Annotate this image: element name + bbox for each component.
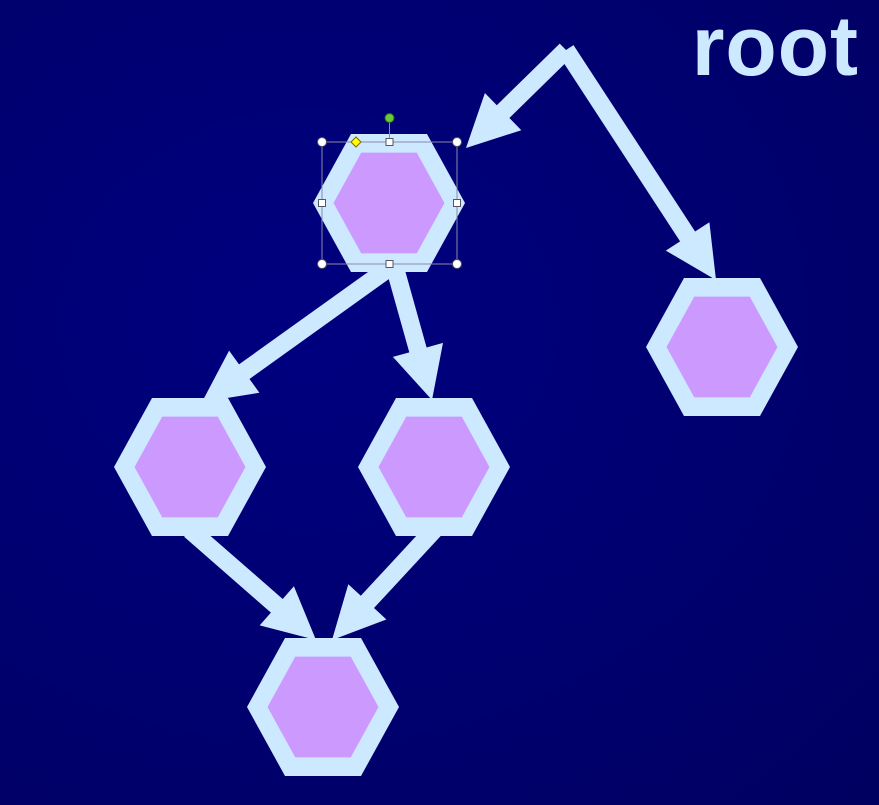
arrow-n1-n4[interactable] [386, 265, 443, 400]
hexagon-fill [333, 152, 445, 254]
corner-resize-handle[interactable] [452, 137, 462, 147]
adjust-handle[interactable] [350, 136, 362, 148]
hexagon-node-n3[interactable] [114, 398, 266, 536]
hexagon-fill [267, 656, 379, 758]
side-resize-handle[interactable] [385, 138, 394, 146]
hexagon-node-n2[interactable] [646, 278, 798, 416]
hexagon-node-n1[interactable] [313, 134, 465, 272]
arrow-n4-n5[interactable] [332, 523, 441, 640]
corner-resize-handle[interactable] [452, 259, 462, 269]
root-label: root [691, 0, 859, 93]
hexagon-fill [134, 416, 246, 518]
selection-handles[interactable] [317, 113, 462, 269]
hexagon-node-n5[interactable] [247, 638, 399, 776]
arrow-n1-n3[interactable] [202, 260, 395, 402]
hexagon-node-n4[interactable] [358, 398, 510, 536]
side-resize-handle[interactable] [453, 199, 461, 207]
arrow-root-n1[interactable] [466, 43, 573, 148]
arrow-root-n2[interactable] [558, 45, 717, 280]
hexagon-fill [666, 296, 778, 398]
arrow-n3-n5[interactable] [184, 523, 316, 640]
corner-resize-handle[interactable] [317, 137, 327, 147]
rotate-handle[interactable] [384, 113, 395, 123]
side-resize-handle[interactable] [318, 199, 326, 207]
corner-resize-handle[interactable] [317, 259, 327, 269]
side-resize-handle[interactable] [385, 260, 394, 268]
nodes-layer [114, 134, 798, 776]
hexagon-fill [378, 416, 490, 518]
edges-layer [184, 43, 717, 640]
